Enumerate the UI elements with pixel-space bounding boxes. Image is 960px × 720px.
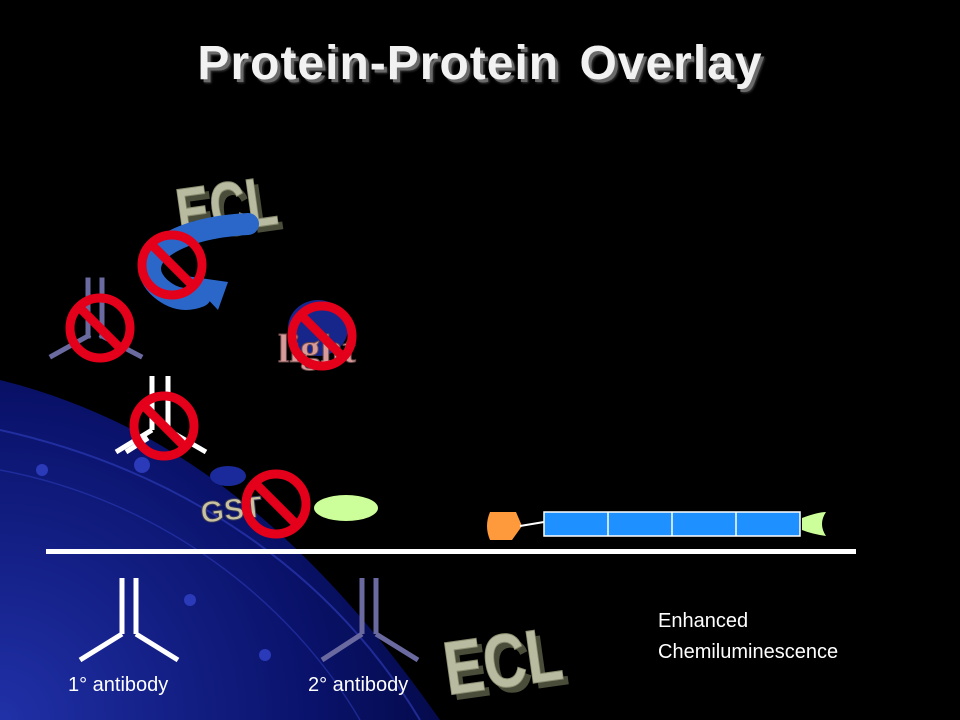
slide-title: Protein-Protein Overlay: [197, 37, 763, 90]
no-entry-icon: [287, 301, 357, 371]
legend-secondary-antibody-icon: [320, 578, 420, 663]
legend-primary-label: 1° antibody: [68, 674, 169, 696]
legend-primary-antibody-icon: [78, 578, 180, 663]
no-entry-icon: [241, 469, 311, 539]
legend-secondary-label: 2° antibody: [308, 674, 409, 696]
no-entry-icon: [137, 230, 207, 300]
svg-text:ECL: ECL: [438, 611, 567, 711]
no-entry-icon: [129, 391, 199, 461]
legend-ecl-definition: Enhanced Chemiluminescence: [658, 606, 838, 668]
svg-text:ECL: ECL: [444, 617, 573, 717]
legend-ecl-line2: Chemiluminescence: [658, 641, 839, 663]
prey-protein: [314, 495, 378, 521]
membrane-line: [46, 549, 856, 554]
bait-protein: [487, 511, 826, 540]
no-entry-icon: [65, 293, 135, 363]
svg-text:GST: GST: [199, 491, 264, 530]
gst-tag: GST: [199, 466, 264, 531]
background-dots: [36, 457, 271, 661]
legend-ecl-line1: Enhanced: [658, 610, 749, 632]
legend-ecl-3d-icon: ECL ECL: [438, 611, 573, 717]
